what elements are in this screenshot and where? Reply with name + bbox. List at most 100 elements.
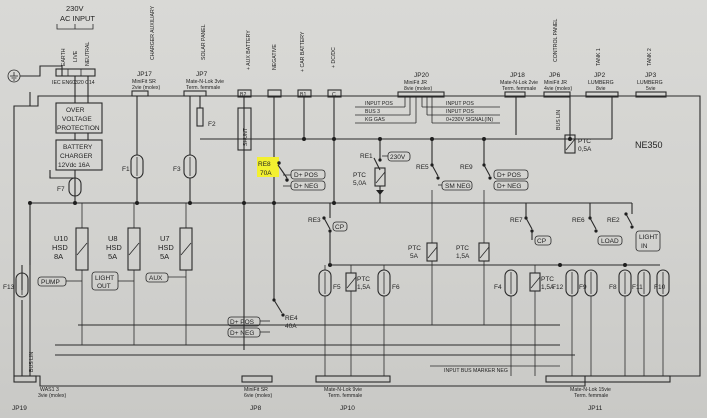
svg-text:1,5A: 1,5A: [541, 284, 555, 291]
svg-text:PTC: PTC: [353, 172, 366, 179]
svg-text:SHUNT: SHUNT: [243, 127, 249, 146]
charger-line-3: 12Vdc 16A: [58, 162, 90, 169]
jp6-type: MiniFit JR: [544, 80, 567, 86]
jp18-connector: JP18 Mate-N-Lok 2vie Term. femmale: [500, 72, 538, 98]
iec-connector-label: IEC EN60320 C14: [52, 80, 95, 86]
jp18-type: Mate-N-Lok 2vie: [500, 80, 538, 86]
jp18-sub: Term. femmale: [502, 86, 536, 92]
jp2-label: TANK 1: [596, 48, 602, 66]
svg-text:LOAD: LOAD: [601, 238, 619, 245]
ac-wire-live: LIVE: [73, 50, 79, 62]
jp20-connector: JP20 MiniFit JR 8vie (molex): [397, 72, 445, 98]
jp7-connector: SOLAR PANEL JP7 Mate-N-Lok 3vie Term. fe…: [183, 24, 224, 155]
svg-text:0+230V SIGNAL(IN): 0+230V SIGNAL(IN): [446, 117, 493, 123]
svg-text:8A: 8A: [54, 252, 63, 261]
svg-text:5,0A: 5,0A: [353, 180, 367, 187]
svg-text:BUS 3: BUS 3: [365, 109, 380, 115]
svg-text:5A: 5A: [410, 253, 419, 260]
fuse-f9: F9: [579, 269, 598, 376]
jp7-type: Mate-N-Lok 3vie: [186, 79, 224, 85]
svg-text:WAS1 3: WAS1 3: [40, 387, 59, 393]
svg-text:RE1: RE1: [360, 153, 373, 160]
jp17-type: MiniFit SR: [132, 79, 156, 85]
svg-text:RE8: RE8: [258, 161, 271, 168]
fuse-f13: F13: [3, 272, 29, 298]
battery-charger: BATTERY CHARGER 12Vdc 16A: [55, 139, 103, 171]
dcdc-label: + DC/DC: [331, 47, 337, 68]
svg-text:F4: F4: [494, 284, 502, 291]
svg-text:D+ NEG: D+ NEG: [230, 330, 254, 337]
hsd-u8: U8 HSD 5A LIGHT OUT: [91, 203, 141, 345]
svg-text:D+ NEG: D+ NEG: [497, 183, 521, 190]
svg-text:F5: F5: [333, 284, 341, 291]
jp20-input-labels: INPUT POS BUS 3 KG GAS INPUT POS INPUT P…: [355, 97, 500, 124]
b1-id: B1: [300, 92, 306, 98]
fuse-f11: F11: [632, 269, 651, 376]
fuse-f7: F7: [57, 177, 82, 197]
ptc-5a: PTC 5A: [408, 190, 438, 325]
svg-text:Mate-N-Lok 9vie: Mate-N-Lok 9vie: [324, 387, 362, 393]
dcdc-id: C: [332, 92, 336, 98]
fuse-f5: F5: [318, 265, 341, 376]
svg-text:F8: F8: [609, 284, 617, 291]
svg-text:PTC: PTC: [541, 276, 554, 283]
jp17-sub: 2vie (molex): [132, 85, 161, 91]
svg-text:D+ NEG: D+ NEG: [294, 183, 318, 190]
svg-text:PTC: PTC: [408, 245, 421, 252]
svg-text:INPUT POS: INPUT POS: [365, 101, 393, 107]
b2-label: + AUX BATTERY: [246, 30, 252, 70]
svg-text:F12: F12: [552, 284, 564, 291]
b2-id: B2: [240, 92, 246, 98]
svg-text:1,5A: 1,5A: [357, 284, 371, 291]
relay-re1: RE1 230V PTC 5,0A: [353, 151, 411, 203]
jp17-id: JP17: [137, 71, 152, 78]
svg-text:CP: CP: [537, 238, 546, 245]
svg-text:D+ POS: D+ POS: [497, 172, 522, 179]
relay-re3: RE3 CP: [308, 203, 348, 265]
svg-text:PTC: PTC: [456, 245, 469, 252]
highlight-marker: [257, 157, 279, 177]
svg-text:JP11: JP11: [588, 405, 603, 412]
dcdc-connector: + DC/DC C: [327, 47, 342, 98]
svg-text:F3: F3: [173, 166, 181, 173]
fuse-f3: F3: [173, 154, 197, 179]
b1-label: + CAR BATTERY: [300, 31, 306, 72]
jp3-id: JP3: [645, 72, 657, 79]
relay-re4: RE4 40A D+ POS D+ NEG: [227, 298, 298, 338]
svg-text:Term. femmale: Term. femmale: [328, 393, 362, 399]
relay-re2: RE2 LIGHT IN: [607, 203, 661, 252]
jp20-id: JP20: [414, 72, 429, 79]
fuse-f2: F2: [196, 107, 216, 128]
fuse-f6: F6: [377, 265, 400, 376]
svg-text:F1: F1: [122, 166, 130, 173]
jp7-label: SOLAR PANEL: [201, 24, 207, 60]
charger-line-1: BATTERY: [63, 144, 93, 151]
relay-re9: RE9 D+ POS D+ NEG: [460, 163, 529, 191]
jp2-connector: TANK 1 JP2 LUMBERG 8vie: [585, 48, 619, 98]
bus-lin-label-top: BUS LIN: [556, 110, 562, 130]
svg-text:40A: 40A: [285, 323, 297, 330]
svg-text:JP10: JP10: [340, 405, 355, 412]
jp19-connector: WAS1 3 3vie (molex) JP19 BUS LIN: [12, 352, 67, 412]
svg-text:KG GAS: KG GAS: [365, 117, 385, 123]
ptc-1-5a-mid: PTC 1,5A: [456, 190, 490, 325]
hsd-u10: U10 HSD 8A PUMP: [37, 203, 89, 345]
negative-connector: NEGATIVE: [267, 44, 282, 98]
fuse-f8: F8: [609, 269, 632, 376]
jp18-id: JP18: [510, 72, 525, 79]
jp3-sub: 5vie: [646, 86, 656, 92]
svg-text:PTC: PTC: [357, 276, 370, 283]
svg-text:F11: F11: [632, 284, 643, 291]
ptc-1-5a-centre: PTC 1,5A: [345, 265, 371, 376]
svg-text:230V: 230V: [390, 154, 406, 161]
ovp-line-2: VOLTAGE: [62, 116, 92, 123]
svg-text:RE7: RE7: [510, 217, 523, 224]
jp3-connector: TANK 2 JP3 LUMBERG 5vie: [635, 48, 667, 98]
svg-text:LIGHT: LIGHT: [95, 275, 114, 282]
svg-text:F7: F7: [57, 186, 65, 193]
fuse-f10: F10: [654, 269, 670, 376]
svg-text:Term. femmale: Term. femmale: [574, 393, 608, 399]
svg-text:MiniFit SR: MiniFit SR: [244, 387, 268, 393]
